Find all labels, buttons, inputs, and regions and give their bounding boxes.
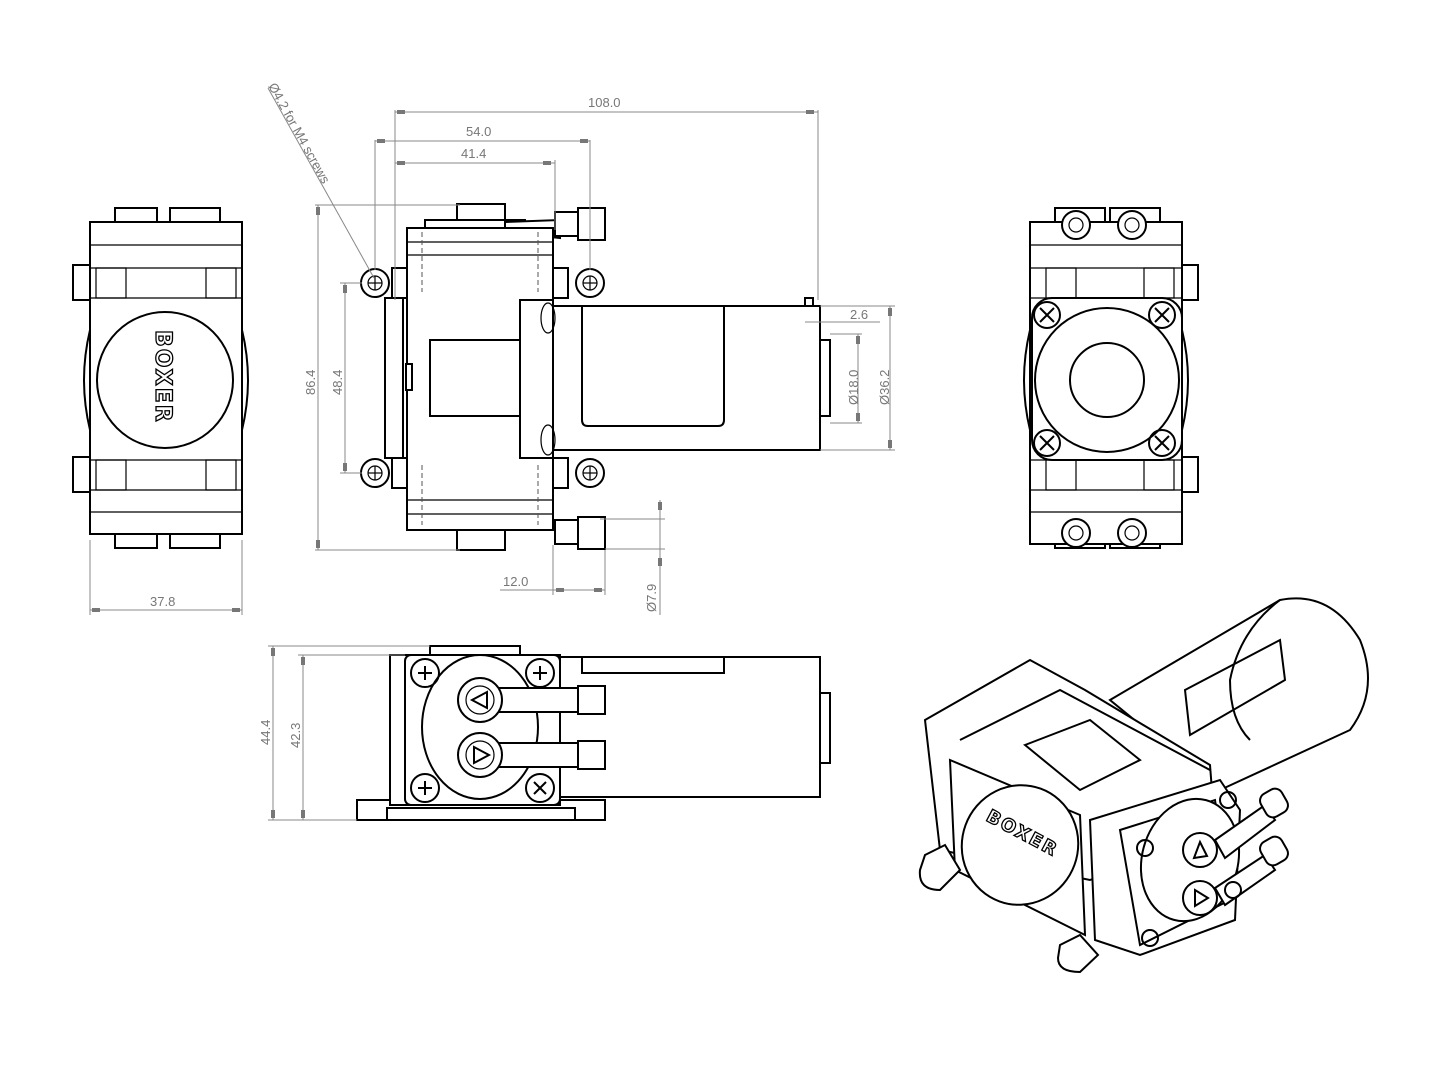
dim-motor-step: 2.6 <box>850 307 868 322</box>
dim-body-length: 41.4 <box>461 146 486 161</box>
dim-side-body-height: 42.3 <box>288 723 303 748</box>
brand-logo-left: BOXER <box>150 330 175 424</box>
dim-overall-length: 108.0 <box>588 95 621 110</box>
dim-motor-dia: Ø36.2 <box>877 370 892 405</box>
dim-fitting-dia: Ø7.9 <box>644 584 659 612</box>
dim-overall-height: 86.4 <box>303 370 318 395</box>
dim-mount-spacing-x: 54.0 <box>466 124 491 139</box>
dim-shaft-boss-dia: Ø18.0 <box>846 370 861 405</box>
dim-fitting-length: 12.0 <box>503 574 528 589</box>
top-view <box>360 203 831 551</box>
side-view <box>356 645 831 821</box>
isometric-view: BOXER <box>918 597 1369 974</box>
dim-side-height: 44.4 <box>258 720 273 745</box>
dim-screw-note: Ø4.2 for M4 screws <box>265 80 333 186</box>
dim-mount-spacing-y: 48.4 <box>330 370 345 395</box>
dim-body-width: 37.8 <box>150 594 175 609</box>
right-end-view <box>1023 207 1199 549</box>
left-end-view: BOXER <box>72 207 249 549</box>
